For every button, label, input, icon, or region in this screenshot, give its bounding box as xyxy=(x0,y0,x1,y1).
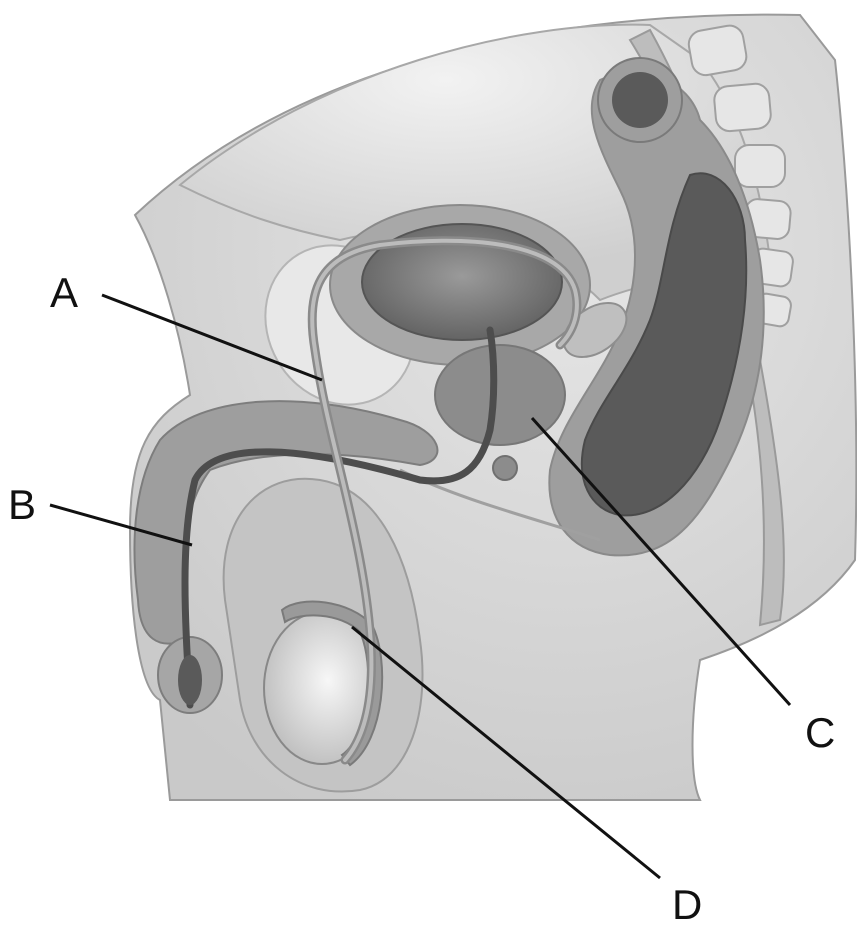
label-a: A xyxy=(50,272,78,314)
label-c: C xyxy=(805,712,835,754)
bulbourethral-gland xyxy=(493,456,517,480)
label-d: D xyxy=(672,884,702,926)
colon-loop-lumen xyxy=(612,72,668,128)
prostate xyxy=(435,345,565,445)
label-b: B xyxy=(8,484,36,526)
urethral-opening xyxy=(178,655,202,705)
